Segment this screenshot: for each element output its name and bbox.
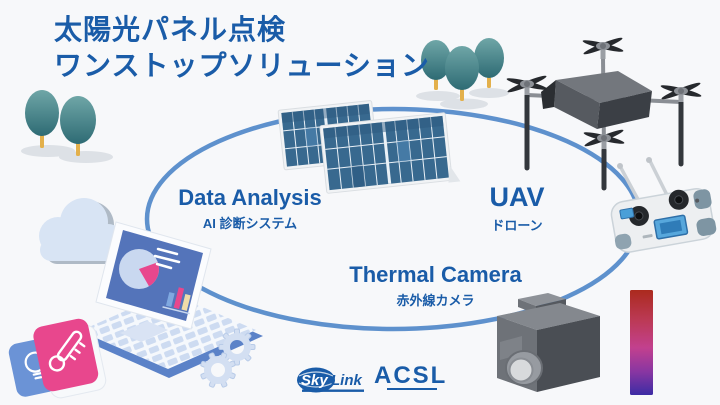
thermal-scale-icon — [630, 290, 653, 395]
rotor-icon — [660, 82, 702, 102]
text-lines-icon — [153, 247, 181, 270]
thermal-camera-title: Thermal Camera — [349, 262, 522, 287]
acsl-underline — [387, 387, 437, 391]
solar-panel-icon — [277, 100, 461, 194]
acsl-logo: ACSL — [374, 362, 448, 391]
uav-title: UAV — [489, 182, 545, 212]
data-analysis-subtitle: AI 診断システム — [202, 216, 298, 231]
node-data-analysis: Data Analysis AI 診断システム — [160, 185, 340, 232]
node-uav: UAV ドローン — [452, 182, 582, 234]
title-line1: 太陽光パネル点検 — [54, 14, 287, 45]
thermometer-card — [33, 318, 107, 399]
node-thermal-camera: Thermal Camera 赤外線カメラ — [328, 262, 543, 309]
rotor-icon — [583, 129, 625, 149]
skylink-link-text: Link — [331, 372, 362, 389]
thermal-camera-icon — [497, 293, 600, 392]
pie-chart-icon — [119, 249, 159, 289]
skylink-logo: Sky Link — [296, 366, 374, 396]
gear-icon — [200, 328, 256, 388]
bar-chart-icon — [162, 287, 191, 315]
thermal-camera-subtitle: 赤外線カメラ — [396, 293, 475, 308]
rotor-icon — [582, 37, 624, 59]
rotor-icon — [506, 75, 548, 95]
acsl-text: ACSL — [374, 362, 448, 389]
title-line2: ワンストップソリューション — [54, 50, 430, 82]
uav-subtitle: ドローン — [491, 218, 543, 233]
trees-right-icon — [416, 38, 509, 110]
drone-icon — [506, 37, 702, 191]
remote-controller-icon — [610, 157, 717, 253]
trees-left-icon — [21, 90, 113, 163]
skylink-sky-text: Sky — [301, 372, 328, 389]
page-title: 太陽光パネル点検 ワンストップソリューション — [54, 12, 430, 85]
laptop-icon — [74, 221, 263, 378]
data-analysis-title: Data Analysis — [178, 185, 322, 210]
thermometer-icon — [48, 330, 86, 372]
